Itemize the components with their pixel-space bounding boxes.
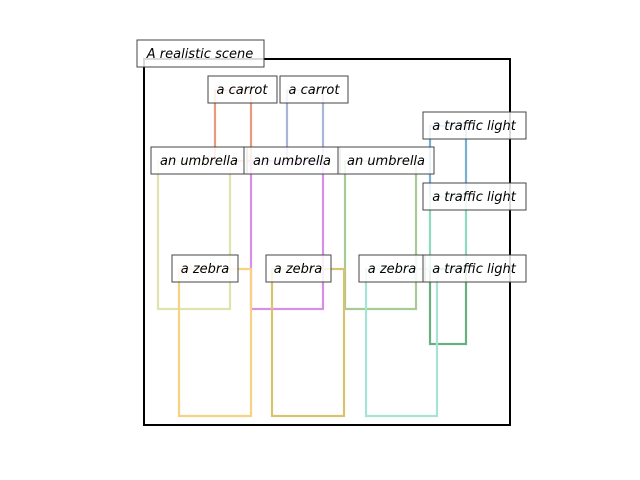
traffic-light-label-1-text: a traffic light [432, 119, 516, 134]
traffic-light-label-3: a traffic light [422, 254, 527, 283]
carrot-label-2-text: a carrot [289, 83, 341, 98]
umbrella-label-1: an umbrella [150, 146, 248, 175]
scene-label: A realistic scene [136, 39, 265, 68]
zebra-box-1 [177, 267, 253, 418]
scene-frame [143, 58, 511, 426]
scene-label-text: A realistic scene [146, 47, 253, 62]
traffic-light-label-3-text: a traffic light [432, 262, 516, 277]
traffic-light-label-1: a traffic light [422, 111, 527, 140]
umbrella-label-3: an umbrella [337, 146, 435, 175]
traffic-light-label-2: a traffic light [422, 182, 527, 211]
umbrella-label-3-text: an umbrella [347, 154, 425, 169]
umbrella-label-1-text: an umbrella [160, 154, 238, 169]
umbrella-box-3 [343, 159, 418, 311]
zebra-label-3: a zebra [358, 254, 426, 283]
umbrella-box-1 [156, 159, 232, 311]
umbrella-label-2: an umbrella [243, 146, 341, 175]
carrot-label-1-text: a carrot [217, 83, 269, 98]
umbrella-box-2 [249, 159, 325, 311]
zebra-label-2: a zebra [265, 254, 332, 283]
traffic-light-label-2-text: a traffic light [432, 190, 516, 205]
carrot-label-1: a carrot [207, 75, 278, 104]
zebra-label-2-text: a zebra [274, 262, 323, 277]
umbrella-label-2-text: an umbrella [253, 154, 331, 169]
carrot-label-2: a carrot [279, 75, 349, 104]
zebra-box-2 [270, 267, 346, 418]
zebra-label-1: a zebra [171, 254, 239, 283]
zebra-label-1-text: a zebra [181, 262, 230, 277]
zebra-label-3-text: a zebra [368, 262, 417, 277]
zebra-box-3 [364, 267, 439, 418]
